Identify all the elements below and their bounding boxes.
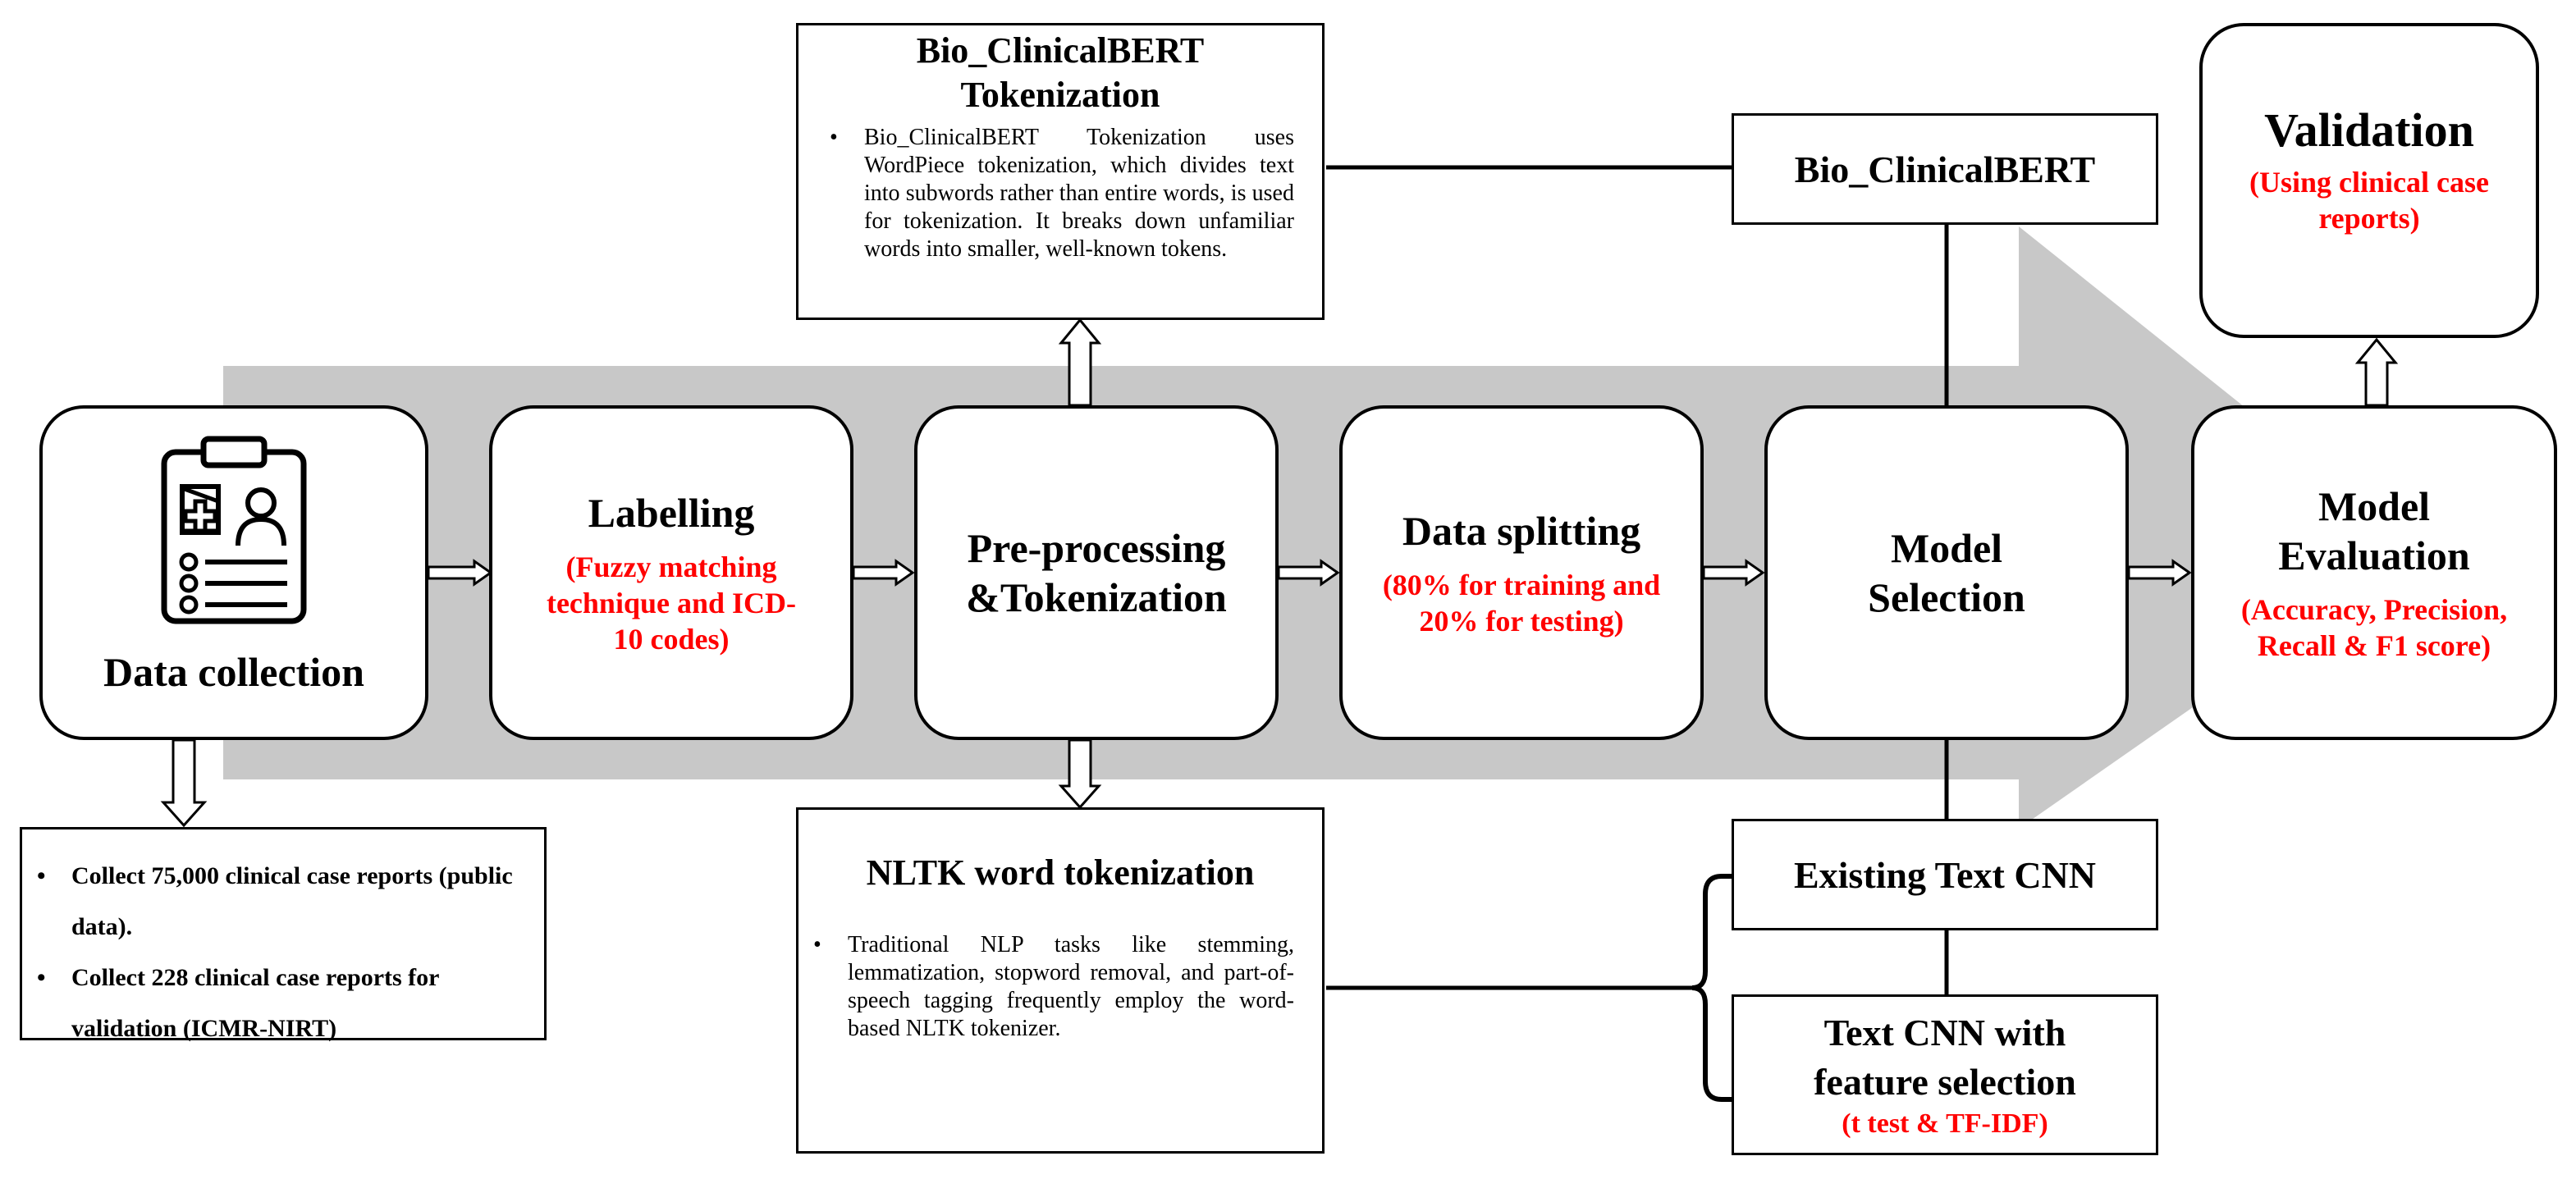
stage-model-evaluation: Model Evaluation (Accuracy, Precision, R… [2191, 405, 2557, 740]
bio-clinicalbert-box: Bio_ClinicalBERT [1732, 113, 2158, 225]
data-source-item-validation: Collect 228 clinical case reports for va… [37, 953, 528, 1054]
arrow-collection-to-labelling [427, 559, 493, 587]
text-cnn-fs-box: Text CNN with feature selection (t test … [1732, 994, 2158, 1155]
clipboard-medical-icon [161, 436, 307, 624]
validation-title: Validation [2264, 103, 2474, 157]
stage-model-selection-title: Model Selection [1868, 525, 2025, 620]
stage-data-collection: Data collection [39, 405, 428, 740]
arrow-labelling-to-preprocessing [852, 559, 915, 587]
arrow-preprocessing-to-nltk [1058, 738, 1102, 810]
stage-data-collection-title: Data collection [103, 649, 364, 695]
stage-preprocessing: Pre-processing &Tokenization [914, 405, 1279, 740]
arrow-selection-to-evaluation [2127, 559, 2192, 587]
bio-tokenization-title: Bio_ClinicalBERT Tokenization [916, 30, 1205, 115]
arrow-splitting-to-selection [1702, 559, 1765, 587]
validation-subtitle: (Using clinical case reports) [2249, 166, 2489, 235]
stage-data-splitting-subtitle: (80% for training and 20% for testing) [1382, 569, 1661, 637]
data-sources-box: Collect 75,000 clinical case reports (pu… [20, 827, 547, 1042]
existing-text-cnn-box: Existing Text CNN [1732, 819, 2158, 930]
arrow-evaluation-to-validation [2354, 337, 2399, 407]
nltk-tokenization-box: NLTK word tokenization Traditional NLP t… [796, 807, 1325, 1154]
stage-data-splitting-title: Data splitting [1402, 508, 1641, 554]
stage-data-splitting: Data splitting (80% for training and 20%… [1339, 405, 1704, 740]
stage-labelling-subtitle: (Fuzzy matching technique and ICD- 10 co… [546, 551, 797, 656]
arrow-preprocessing-to-splitting [1277, 559, 1340, 587]
stage-labelling: Labelling (Fuzzy matching technique and … [489, 405, 853, 740]
validation-box: Validation (Using clinical case reports) [2199, 23, 2539, 338]
arrow-collection-to-sources [160, 738, 208, 828]
existing-text-cnn-label: Existing Text CNN [1793, 853, 2097, 896]
nltk-tokenization-title: NLTK word tokenization [866, 852, 1255, 893]
data-source-item-public: Collect 75,000 clinical case reports (pu… [37, 851, 528, 953]
bio-clinicalbert-label: Bio_ClinicalBERT [1794, 148, 2096, 190]
text-cnn-fs-title: Text CNN with feature selection [1814, 1012, 2076, 1103]
brace-text-cnn-models [1691, 874, 1732, 1102]
stage-labelling-title: Labelling [588, 490, 755, 536]
bio-tokenization-bullets: Bio_ClinicalBERT Tokenization uses WordP… [830, 124, 1294, 263]
stage-preprocessing-title: Pre-processing &Tokenization [966, 525, 1227, 620]
bio-tokenization-bullet: Bio_ClinicalBERT Tokenization uses WordP… [830, 124, 1294, 263]
bio-tokenization-box: Bio_ClinicalBERT Tokenization Bio_Clinic… [796, 23, 1325, 320]
nltk-tokenization-bullets: Traditional NLP tasks like stemming, lem… [813, 931, 1294, 1043]
nltk-tokenization-bullet: Traditional NLP tasks like stemming, lem… [813, 931, 1294, 1043]
arrow-preprocessing-to-bio-tokenization [1058, 318, 1102, 407]
data-sources-list: Collect 75,000 clinical case reports (pu… [37, 851, 528, 1054]
text-cnn-fs-subtitle: (t test & TF-IDF) [1842, 1108, 2048, 1139]
stage-model-evaluation-title: Model Evaluation [2278, 483, 2470, 578]
stage-model-evaluation-subtitle: (Accuracy, Precision, Recall & F1 score) [2240, 593, 2508, 662]
stage-model-selection: Model Selection [1764, 405, 2129, 740]
